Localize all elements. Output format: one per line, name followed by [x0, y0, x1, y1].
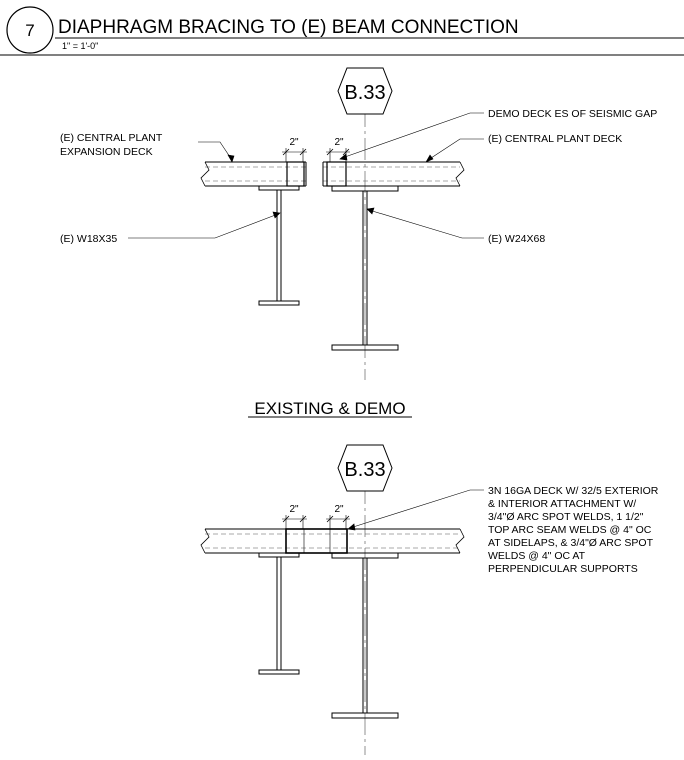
detail-number-bubble [6, 6, 54, 54]
deck-note-line: 3N 16GA DECK W/ 32/5 EXTERIOR [488, 485, 659, 497]
note-leader [347, 489, 484, 531]
deck-note: 3N 16GA DECK W/ 32/5 EXTERIOR & INTERIOR… [488, 485, 661, 575]
right-beam [331, 552, 399, 719]
new-deck [200, 528, 465, 554]
left-beam [258, 185, 300, 306]
right-deck [322, 161, 465, 187]
title-block: 7 DIAPHRAGM BRACING TO (E) BEAM CONNECTI… [0, 6, 684, 56]
view-subtitle: EXISTING & DEMO [254, 399, 405, 418]
leaders [128, 112, 484, 239]
new-deck-view: B.33 [200, 444, 661, 755]
detail-scale: 1" = 1'-0" [62, 41, 98, 51]
deck-note-line: AT SIDELAPS, & 3/4"Ø ARC SPOT [488, 537, 654, 549]
deck-note-line: TOP ARC SEAM WELDS @ 4" OC [488, 524, 652, 536]
left-deck-label-line-1: (E) CENTRAL PLANT [60, 132, 163, 144]
grid-bubble [337, 67, 393, 115]
right-deck-label: (E) CENTRAL PLANT DECK [488, 133, 622, 145]
deck-note-line: & INTERIOR ATTACHMENT W/ [488, 498, 636, 510]
left-beam-label: (E) W18X35 [60, 233, 117, 245]
grid-label: B.33 [344, 459, 385, 481]
deck-note-line: 3/4"Ø ARC SPOT WELDS, 1 1/2" [488, 511, 644, 523]
dimension-right-label: 2" [334, 137, 344, 148]
grid-bubble [337, 444, 393, 492]
dimension-right-label: 2" [334, 504, 344, 515]
demo-deck-label: DEMO DECK ES OF SEISMIC GAP [488, 108, 657, 120]
dimension-left-label: 2" [289, 137, 299, 148]
dimension-left: 2" [282, 137, 307, 162]
deck-note-line: PERPENDICULAR SUPPORTS [488, 563, 638, 575]
left-deck [200, 161, 307, 187]
left-beam [258, 552, 300, 675]
existing-demo-view: B.33 [60, 67, 657, 418]
left-deck-label-line-2: EXPANSION DECK [60, 146, 153, 158]
deck-note-line: WELDS @ 4" OC AT [488, 550, 586, 562]
grid-label: B.33 [344, 82, 385, 104]
right-beam [331, 185, 399, 351]
dimension-left-label: 2" [289, 504, 299, 515]
detail-number: 7 [25, 21, 34, 40]
detail-title: DIAPHRAGM BRACING TO (E) BEAM CONNECTION [58, 17, 519, 38]
dimension-right: 2" [326, 504, 350, 529]
dimension-left: 2" [282, 504, 307, 529]
right-beam-label: (E) W24X68 [488, 233, 545, 245]
